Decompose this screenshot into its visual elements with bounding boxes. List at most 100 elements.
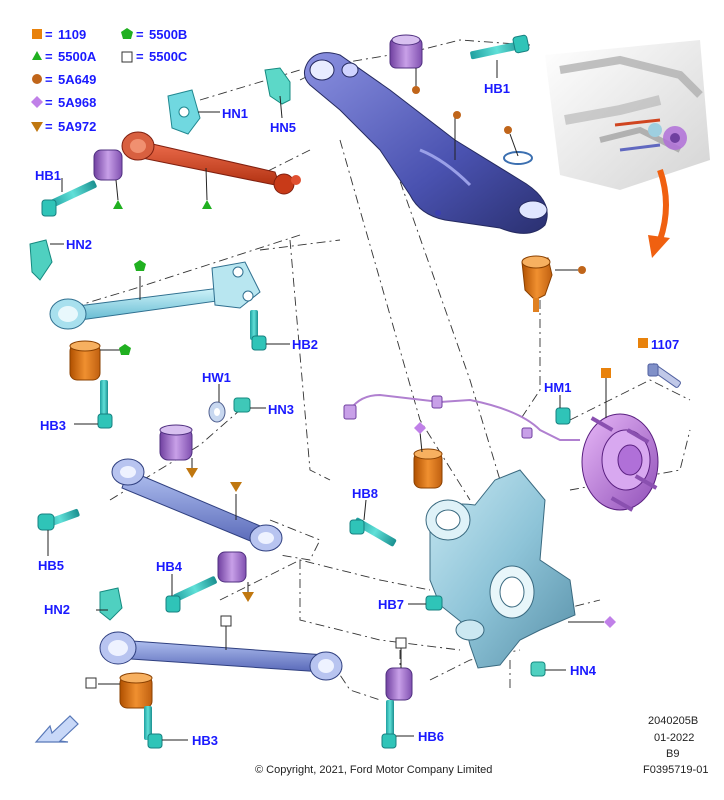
label-hn4: HN4 <box>570 663 597 678</box>
legend-separator: = <box>136 49 144 64</box>
legend-pentagon-green-icon <box>121 28 133 39</box>
ref-code-1: 2040205B <box>648 715 698 727</box>
assembly-lines <box>79 39 691 701</box>
callout-triangle-down-brown-icon <box>242 592 254 602</box>
label-hn1: HN1 <box>222 106 248 121</box>
legend-triangle-green-icon <box>32 51 42 60</box>
front-direction-arrow-icon <box>34 715 79 743</box>
upper-bush <box>389 34 423 69</box>
label-hn3: HN3 <box>268 402 294 417</box>
callout-triangle-green-icon <box>113 200 123 209</box>
bush-orange-hb3 <box>69 340 101 381</box>
bolt-hb1-left <box>41 180 97 217</box>
callout-square-white-icon <box>395 637 407 649</box>
bracket-hn1 <box>167 89 201 135</box>
bolt-hb5 <box>37 508 80 531</box>
label-hn2-top: HN2 <box>66 237 92 252</box>
label-hb2: HB2 <box>292 337 318 352</box>
label-hb1-left: HB1 <box>35 168 61 183</box>
ball-joint <box>503 151 553 312</box>
callout-square-orange-icon <box>601 368 611 378</box>
callout-diamond-purple-icon <box>414 422 426 434</box>
inset-callout-arrowhead-icon <box>648 235 670 258</box>
callout-triangle-green-icon <box>202 200 212 209</box>
legend-code-5a649: 5A649 <box>58 72 96 87</box>
nut-hn3 <box>233 397 251 413</box>
label-1107: 1107 <box>651 337 679 352</box>
bolt-hb4 <box>165 576 217 613</box>
wheel-hub <box>581 413 659 512</box>
vehicle-inset-icon <box>545 40 710 190</box>
legend-code-1109: 1109 <box>58 27 86 42</box>
label-hb4: HB4 <box>156 559 183 574</box>
callout-circle-brown-icon <box>412 86 420 94</box>
legend-triangle-down-brown-icon <box>31 122 43 132</box>
upper-control-arm <box>304 52 548 234</box>
washer-hw1 <box>208 401 226 423</box>
callout-triangle-down-brown-icon <box>230 482 242 492</box>
callout-square-orange-icon <box>638 338 648 348</box>
label-hb8: HB8 <box>352 486 378 501</box>
callout-circle-brown-icon <box>578 266 586 274</box>
legend-separator: = <box>136 27 144 42</box>
bolt-hm1 <box>555 407 571 425</box>
bush-purple-hb6 <box>385 667 413 701</box>
legend: = 1109 = 5500A = 5A649 = 5A968 = 5A972 =… <box>31 27 188 134</box>
label-hb7: HB7 <box>378 597 404 612</box>
label-hm1: HM1 <box>544 380 571 395</box>
callout-circle-brown-icon <box>504 126 512 134</box>
bolt-hb3-top <box>97 380 113 429</box>
leader-lines <box>47 60 648 741</box>
bolt-hb8 <box>349 517 397 547</box>
legend-separator: = <box>45 95 53 110</box>
bolt-hb7 <box>425 595 443 611</box>
label-hb1-top: HB1 <box>484 81 510 96</box>
ref-code-2: 01-2022 <box>654 732 694 744</box>
bush-purple-mid <box>159 424 193 461</box>
part-labels: HB1 HN5 HN1 HB1 HN2 HB2 HB3 HW1 HN3 HM1 … <box>35 81 679 748</box>
bush-hb1-left <box>93 149 123 181</box>
callout-square-white-icon <box>85 677 97 689</box>
callout-circle-brown-icon <box>453 111 461 119</box>
label-hb6: HB6 <box>418 729 444 744</box>
legend-code-5a968: 5A968 <box>58 95 96 110</box>
nut-hn4 <box>530 661 546 677</box>
legend-code-5500c: 5500C <box>149 49 188 64</box>
label-hb3-top: HB3 <box>40 418 66 433</box>
bolt-hb2 <box>250 310 267 351</box>
stud-1107 <box>647 363 681 388</box>
knuckle <box>425 469 576 669</box>
bolt-hb1-top <box>470 34 530 60</box>
nut-hn2-top <box>29 239 53 281</box>
legend-diamond-purple-icon <box>31 96 43 108</box>
bottom-link <box>99 631 343 681</box>
legend-square-white-icon <box>121 51 133 63</box>
legend-separator: = <box>45 119 53 134</box>
bolt-hb6 <box>381 700 397 749</box>
bolt-hb3-bottom <box>144 706 163 749</box>
nut-hn2-bottom <box>99 587 123 621</box>
legend-separator: = <box>45 27 53 42</box>
cyan-link <box>49 261 261 330</box>
bush-orange-hb3-bottom <box>119 672 153 709</box>
label-hn2-bottom: HN2 <box>44 602 70 617</box>
callout-pentagon-green-icon <box>119 344 131 355</box>
footer: © Copyright, 2021, Ford Motor Company Li… <box>255 715 708 776</box>
legend-separator: = <box>45 72 53 87</box>
label-hw1: HW1 <box>202 370 231 385</box>
legend-code-5500a: 5500A <box>58 49 97 64</box>
ref-code-3: B9 <box>666 748 679 760</box>
callout-diamond-purple-icon <box>604 616 616 628</box>
callout-square-white-icon <box>220 615 232 627</box>
bush-purple-low <box>217 551 247 583</box>
copyright-text: © Copyright, 2021, Ford Motor Company Li… <box>255 764 492 776</box>
label-hn5: HN5 <box>270 120 296 135</box>
callout-triangle-down-brown-icon <box>186 468 198 478</box>
legend-code-5500b: 5500B <box>149 27 187 42</box>
inset-callout-arrow-icon <box>657 169 669 241</box>
bush-orange-knuckle <box>413 448 443 489</box>
legend-square-orange-icon <box>32 29 42 39</box>
callout-pentagon-green-icon <box>134 260 146 271</box>
label-hb5: HB5 <box>38 558 64 573</box>
